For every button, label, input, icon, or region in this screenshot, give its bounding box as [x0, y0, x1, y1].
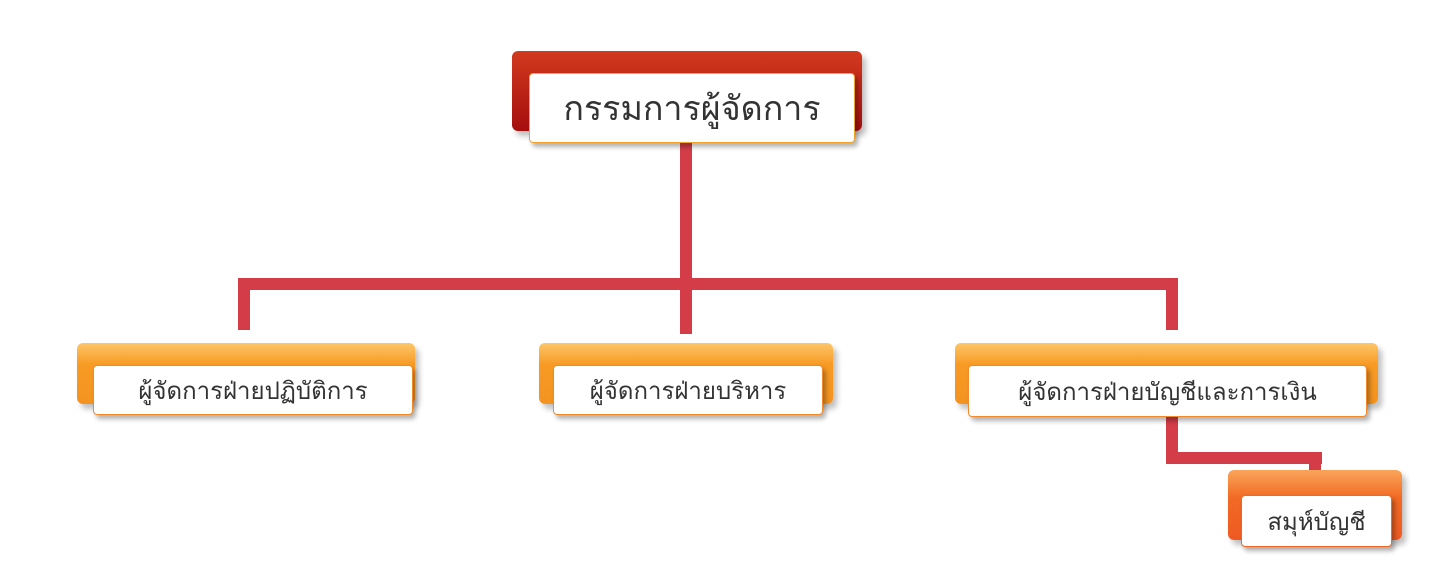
department-label: ผู้จัดการฝ่ายบริหาร	[589, 376, 787, 405]
connector-drop-3	[1166, 278, 1178, 330]
sub-node-label: สมุห์บัญชี	[1267, 507, 1366, 536]
connector-drop-1	[238, 278, 250, 330]
connector-horizontal	[238, 278, 1178, 290]
department-node-administration[interactable]: ผู้จัดการฝ่ายบริหาร	[553, 365, 823, 415]
connector-sub-drop	[1309, 452, 1321, 472]
sub-node-chief-accountant[interactable]: สมุห์บัญชี	[1241, 495, 1392, 547]
connector-sub-down	[1166, 414, 1178, 464]
connector-root-down	[680, 140, 692, 334]
root-node-label: กรรมการผู้จัดการ	[563, 89, 821, 129]
department-node-operations[interactable]: ผู้จัดการฝ่ายปฏิบัติการ	[93, 365, 413, 415]
connector-sub-horizontal	[1166, 452, 1322, 464]
department-node-accounting-finance[interactable]: ผู้จัดการฝ่ายบัญชีและการเงิน	[968, 365, 1367, 417]
department-label: ผู้จัดการฝ่ายปฏิบัติการ	[138, 376, 368, 405]
department-label: ผู้จัดการฝ่ายบัญชีและการเงิน	[1018, 377, 1317, 406]
root-node[interactable]: กรรมการผู้จัดการ	[529, 73, 855, 143]
